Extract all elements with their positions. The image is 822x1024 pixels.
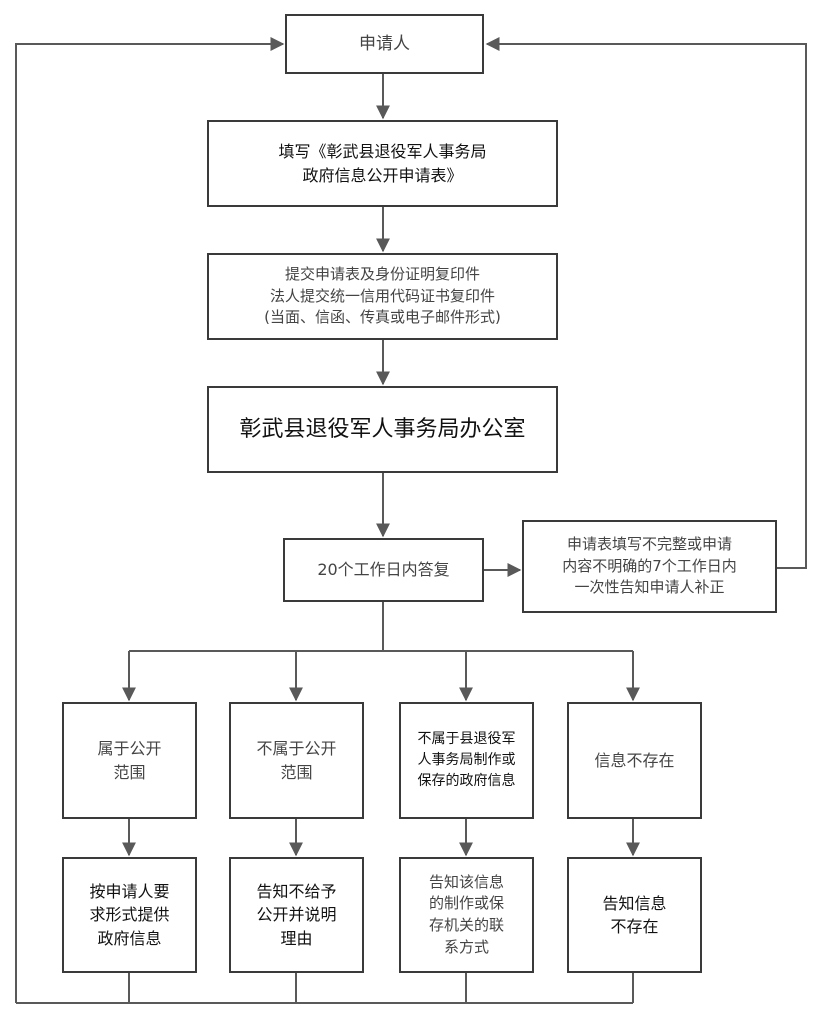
arrow-incomplete-back-to-applicant — [485, 37, 807, 569]
fill-form-box: 填写《彰武县退役军人事务局 政府信息公开申请表》 — [207, 120, 558, 207]
applicant-box: 申请人 — [285, 14, 484, 74]
case-4-result: 告知信息 不存在 — [567, 857, 702, 973]
case-4-condition: 信息不存在 — [567, 702, 702, 819]
incomplete-application-box: 申请表填写不完整或申请 内容不明确的7个工作日内 一次性告知申请人补正 — [522, 520, 777, 613]
office-box: 彰武县退役军人事务局办公室 — [207, 386, 558, 473]
case-1-condition: 属于公开 范围 — [62, 702, 197, 819]
reply-20-days-box: 20个工作日内答复 — [283, 538, 484, 602]
case-2-result: 告知不给予 公开并说明 理由 — [229, 857, 364, 973]
arrow-bottom-loop-to-applicant — [15, 37, 285, 1003]
case-3-condition: 不属于县退役军 人事务局制作或 保存的政府信息 — [399, 702, 534, 819]
case-2-condition: 不属于公开 范围 — [229, 702, 364, 819]
submit-documents-box: 提交申请表及身份证明复印件 法人提交统一信用代码证书复印件 (当面、信函、传真或… — [207, 253, 558, 340]
case-3-result: 告知该信息 的制作或保 存机关的联 系方式 — [399, 857, 534, 973]
case-1-result: 按申请人要 求形式提供 政府信息 — [62, 857, 197, 973]
